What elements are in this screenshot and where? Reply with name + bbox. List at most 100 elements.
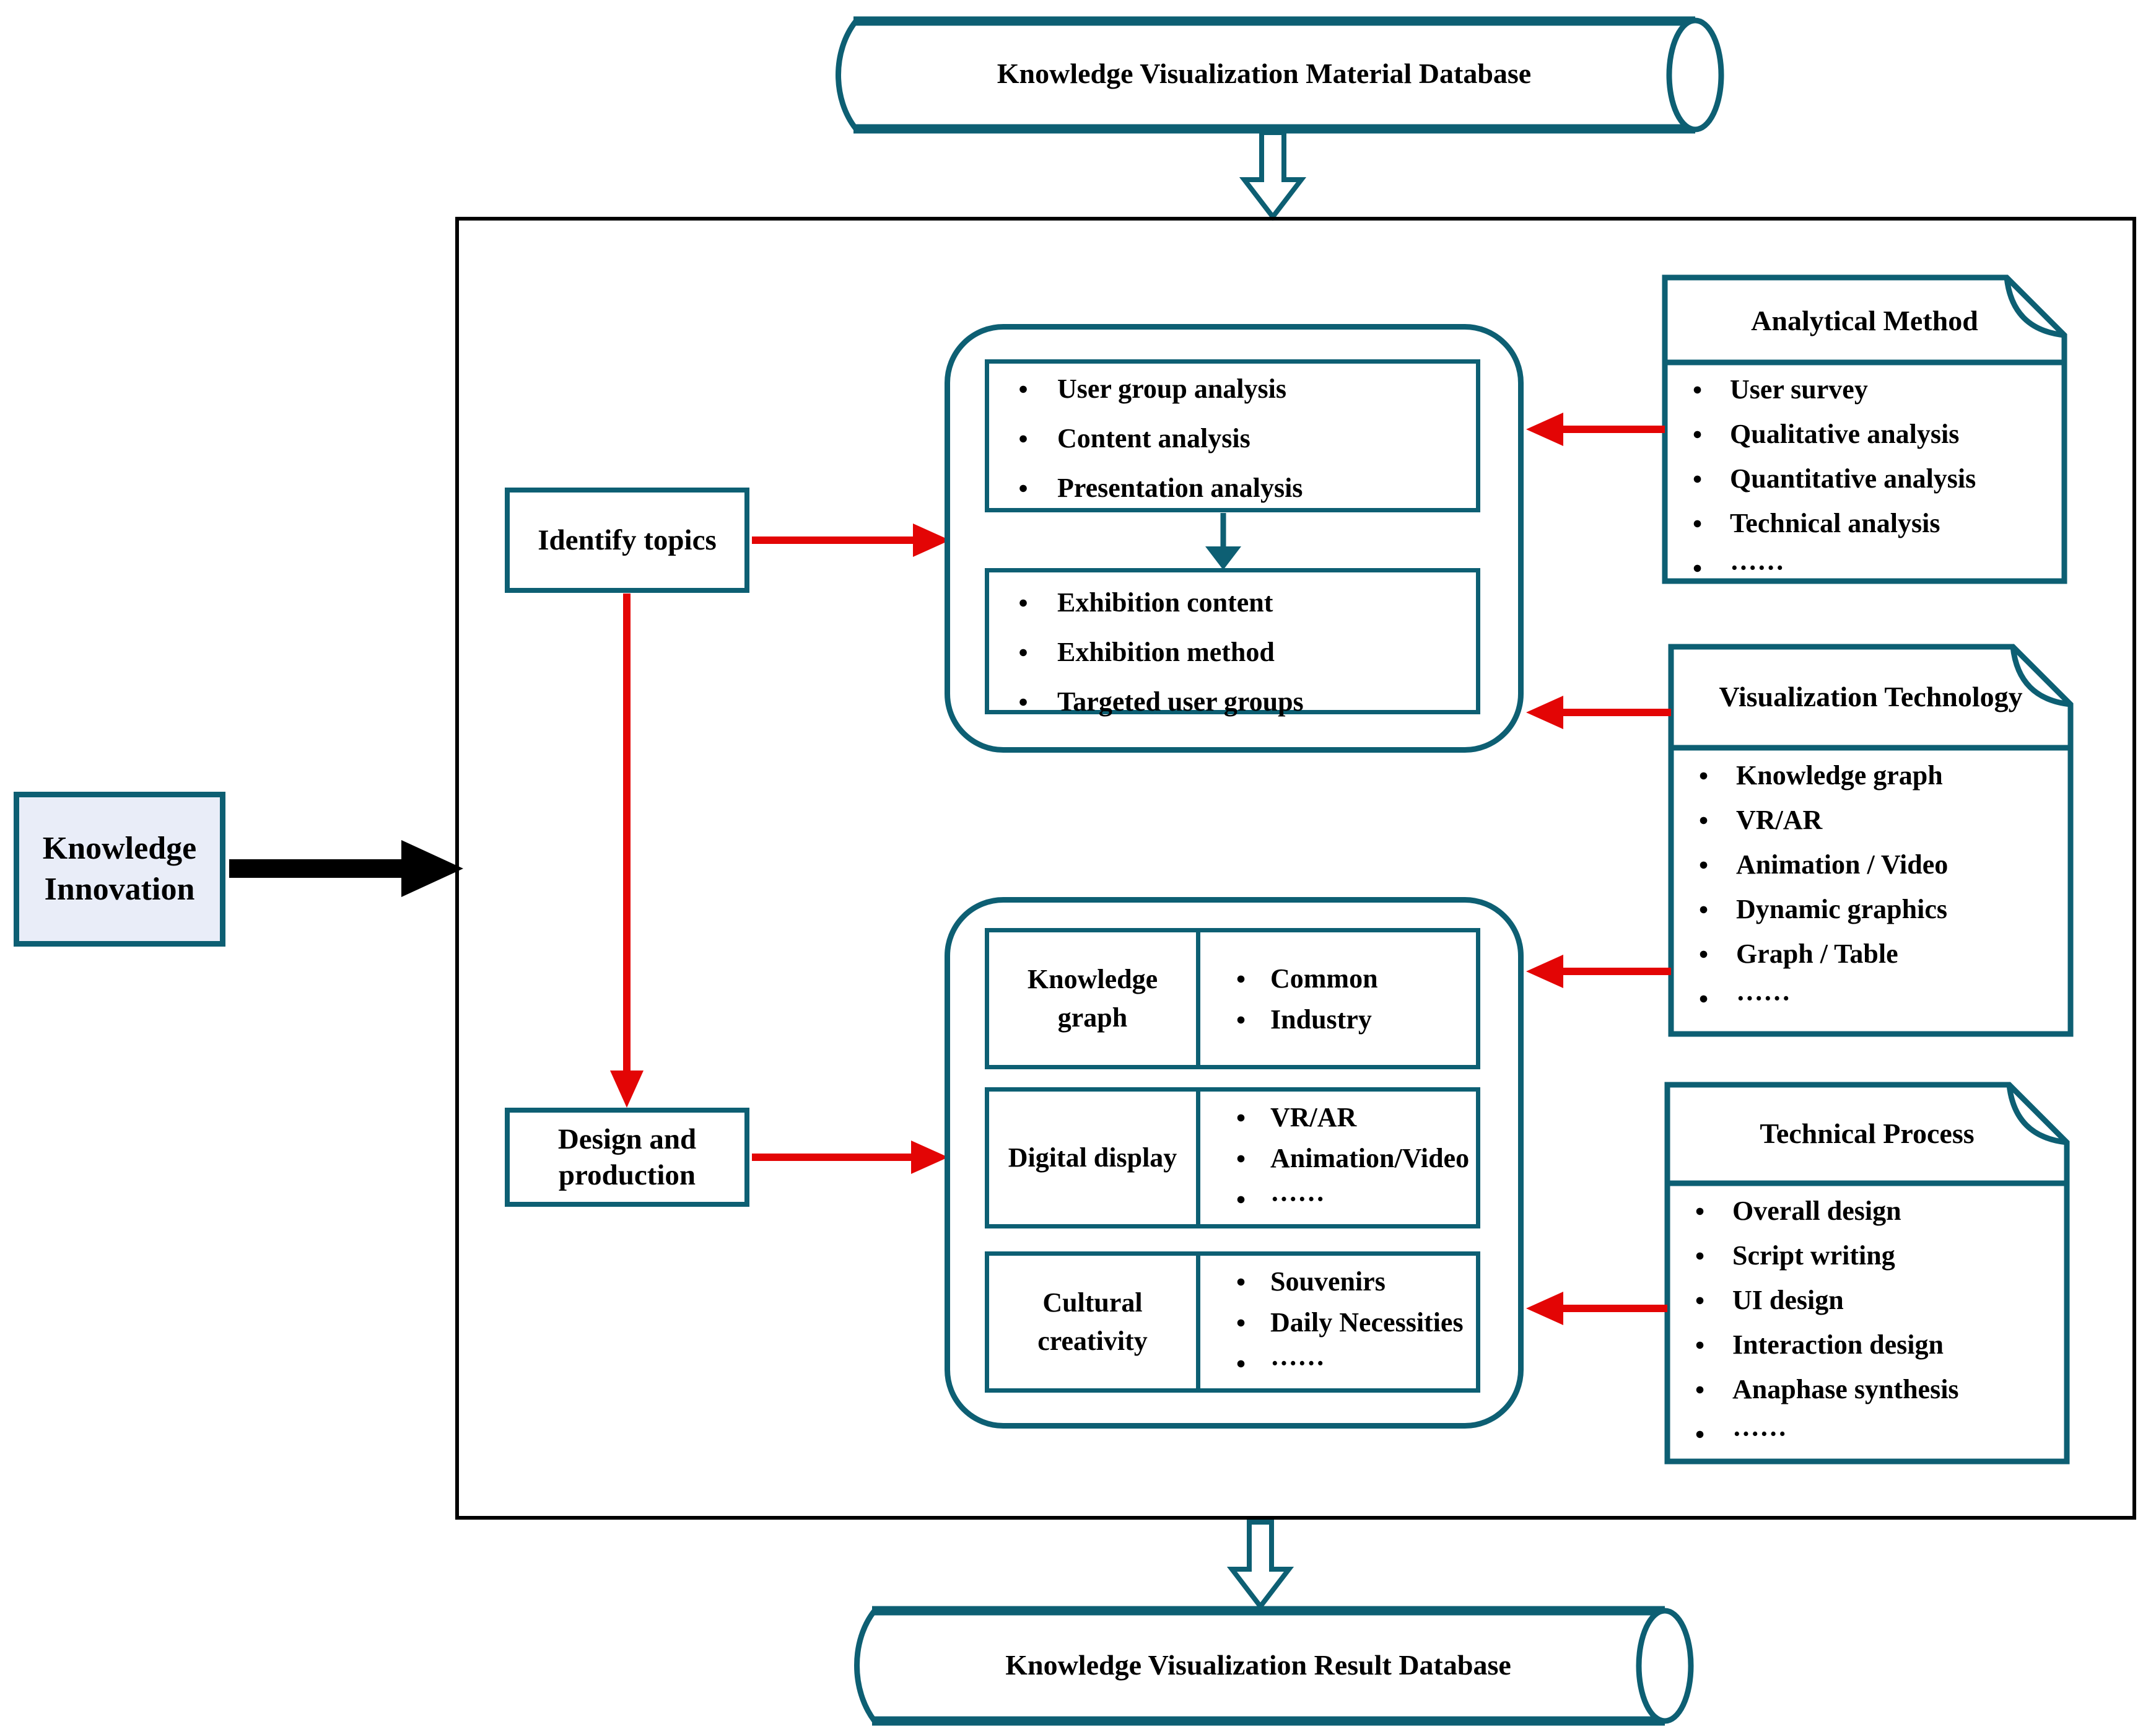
list-item: ● Technical analysis (1665, 501, 2064, 545)
knowledge-innovation-box: Knowledge Innovation (14, 792, 225, 947)
techprocess-to-production-arrow (1526, 1292, 1667, 1325)
visualization-technology-list: ●Knowledge graph ●VR/AR ●Animation / Vid… (1671, 753, 2071, 1020)
design-to-production-arrow (752, 1141, 948, 1174)
list-item-text: User survey (1730, 374, 1868, 405)
viztech-to-analysis-arrow (1526, 696, 1671, 729)
bullet-icon: ● (1695, 1424, 1705, 1443)
bullet-icon: ● (1698, 944, 1709, 963)
row-label: Digital display (989, 1092, 1200, 1224)
list-item: ●Dynamic graphics (1671, 887, 2071, 931)
list-item: ● Script writing (1667, 1233, 2067, 1277)
main-process-box (455, 217, 2136, 1520)
list-item: ●Content analysis (989, 413, 1476, 463)
analytical-method-title: Analytical Method (1751, 304, 1978, 336)
list-item-text: ······ (1736, 983, 1791, 1014)
production-row-cultural-creativity: Cultural creativity ●Souvenirs ● Daily Ne… (985, 1251, 1480, 1393)
list-item-text: Interaction design (1732, 1329, 1944, 1360)
list-item-text: Animation / Video (1736, 849, 1949, 880)
bullet-icon: ● (1018, 379, 1029, 398)
visualization-technology-title: Visualization Technology (1719, 680, 2023, 712)
bullet-icon: ● (1018, 691, 1029, 711)
bullet-icon: ● (1698, 899, 1709, 918)
cylinder-left-arc (854, 1609, 877, 1723)
bullet-icon: ● (1018, 592, 1029, 611)
row-label: Knowledge graph (989, 932, 1200, 1065)
list-item-text: VR/AR (1270, 1101, 1357, 1132)
process-to-result-arrow (1226, 1520, 1294, 1611)
list-item-text: Presentation analysis (1057, 472, 1303, 503)
analysis-list: ● User group analysis ●Content analysis ●… (989, 364, 1476, 512)
identify-to-analysis-arrow (752, 523, 950, 557)
bullet-icon: ● (1236, 1189, 1246, 1208)
list-item-text: Exhibition method (1057, 636, 1275, 667)
bullet-icon: ● (1692, 513, 1703, 532)
list-item-text: Anaphase synthesis (1732, 1373, 1959, 1404)
list-item-text: Content analysis (1057, 423, 1250, 453)
bullet-icon: ● (1236, 1271, 1246, 1290)
bullet-icon: ● (1236, 1107, 1246, 1126)
list-item-text: Quantitative analysis (1730, 463, 1976, 494)
list-item-text: Knowledge graph (1736, 760, 1943, 790)
row-item-list: ●Common ●Industry (1200, 932, 1476, 1065)
list-item: ● Graph / Table (1671, 931, 2071, 976)
bullet-icon: ● (1692, 424, 1703, 443)
folded-corner-icon (2004, 277, 2065, 338)
result-database-cylinder (854, 1606, 1694, 1726)
cylinder-end-cap (1636, 1608, 1694, 1724)
list-item-text: ······ (1730, 552, 1785, 583)
list-item-text: Qualitative analysis (1730, 418, 1960, 449)
cylinder-end-cap (1666, 17, 1724, 133)
folded-corner-icon (2010, 646, 2071, 707)
result-database-label: Knowledge Visualization Result Database (1005, 1649, 1511, 1681)
bullet-icon: ● (1692, 558, 1703, 577)
list-item-text: Technical analysis (1730, 507, 1940, 538)
list-item: ● ······ (1211, 1178, 1476, 1219)
list-item: ●Interaction design (1667, 1322, 2067, 1367)
list-item: ●User survey (1665, 367, 2064, 411)
technical-process-title: Technical Process (1760, 1117, 1975, 1149)
list-item: ● Qualitative analysis (1665, 411, 2064, 456)
technical-process-card-shape (1664, 1082, 2070, 1465)
list-item: ● User group analysis (989, 364, 1476, 413)
list-item: ● Anaphase synthesis (1667, 1367, 2067, 1411)
list-item: ●Exhibition content (989, 577, 1476, 627)
identify-topics-box: Identify topics (505, 488, 749, 593)
material-database-label: Knowledge Visualization Material Databas… (997, 57, 1532, 89)
list-item: ● UI design (1667, 1277, 2067, 1322)
folded-corner-icon (2006, 1084, 2067, 1145)
list-item-text: Graph / Table (1736, 938, 1898, 969)
bullet-icon: ● (1692, 468, 1703, 488)
bullet-icon: ● (1695, 1290, 1705, 1309)
list-item-text: ······ (1270, 1347, 1325, 1378)
cylinder-left-arc (836, 19, 858, 131)
technical-process-list: ●Overall design ●Script writing ●UI desi… (1667, 1188, 2067, 1456)
list-item: ●······ (1671, 976, 2071, 1020)
bullet-icon: ● (1698, 854, 1709, 874)
list-item-text: UI design (1732, 1284, 1844, 1315)
list-item-text: ······ (1732, 1418, 1787, 1449)
list-item: ●Exhibition method (989, 627, 1476, 677)
list-item: ● Quantitative analysis (1665, 456, 2064, 501)
list-item-text: Daily Necessities (1270, 1307, 1464, 1338)
list-item-text: Script writing (1732, 1240, 1895, 1271)
list-item: ●Animation/Video (1211, 1137, 1476, 1178)
analytical-method-card-shape (1662, 274, 2067, 584)
list-item-text: ······ (1270, 1183, 1325, 1214)
bullet-icon: ● (1695, 1245, 1705, 1264)
list-item-text: User group analysis (1057, 373, 1287, 404)
list-item: ●Souvenirs (1211, 1261, 1476, 1302)
analytical-method-list: ●User survey ●Qualitative analysis ●Quan… (1665, 367, 2064, 590)
innovation-to-process-arrow (229, 840, 463, 897)
list-item-text: VR/AR (1736, 804, 1823, 835)
card-outline (1664, 1082, 2070, 1465)
list-item-text: Targeted user groups (1057, 686, 1304, 717)
design-production-box: Design and production (505, 1108, 749, 1207)
bullet-icon: ● (1695, 1379, 1705, 1398)
list-item: ●Presentation analysis (989, 463, 1476, 512)
material-to-process-arrow (1239, 130, 1307, 221)
list-item: ●Knowledge graph (1671, 753, 2071, 797)
viztech-to-production-arrow (1526, 955, 1671, 988)
row-label: Cultural creativity (989, 1256, 1200, 1388)
exhibition-list: ●Exhibition content ●Exhibition method ●… (989, 572, 1476, 726)
